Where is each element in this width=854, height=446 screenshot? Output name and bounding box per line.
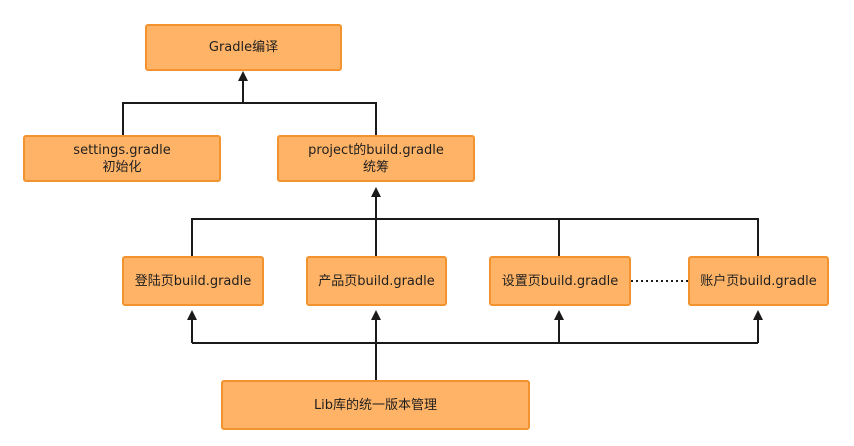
edge-account-to-project — [376, 218, 759, 256]
node-settings-page-build-gradle-label: 设置页build.gradle — [501, 273, 619, 289]
node-settings-gradle: settings.gradle 初始化 — [23, 135, 221, 182]
node-product-build-gradle-label: 产品页build.gradle — [318, 273, 435, 289]
node-settings-gradle-line2: 初始化 — [102, 159, 142, 175]
node-account-build-gradle-label: 账户页build.gradle — [700, 273, 817, 289]
node-gradle-compile: Gradle编译 — [145, 24, 342, 71]
node-product-build-gradle: 产品页build.gradle — [306, 256, 447, 306]
node-settings-gradle-line1: settings.gradle — [73, 142, 171, 158]
node-account-build-gradle: 账户页build.gradle — [688, 256, 829, 306]
node-login-build-gradle-label: 登陆页build.gradle — [134, 273, 252, 289]
node-project-build-gradle-line1: project的build.gradle — [308, 142, 444, 158]
node-settings-page-build-gradle: 设置页build.gradle — [489, 256, 631, 306]
node-lib-version-management-label: Lib库的统一版本管理 — [313, 397, 438, 413]
node-login-build-gradle: 登陆页build.gradle — [122, 256, 264, 306]
node-lib-version-management: Lib库的统一版本管理 — [221, 380, 530, 430]
edge-project-to-gradle — [238, 71, 377, 135]
node-project-build-gradle-line2: 统筹 — [362, 159, 389, 175]
edge-login-to-project — [191, 218, 376, 256]
node-gradle-compile-label: Gradle编译 — [208, 40, 279, 55]
node-project-build-gradle: project的build.gradle 统筹 — [277, 135, 475, 182]
edge-settings-to-gradle — [122, 102, 243, 135]
edge-settings-page-to-project — [376, 218, 560, 256]
